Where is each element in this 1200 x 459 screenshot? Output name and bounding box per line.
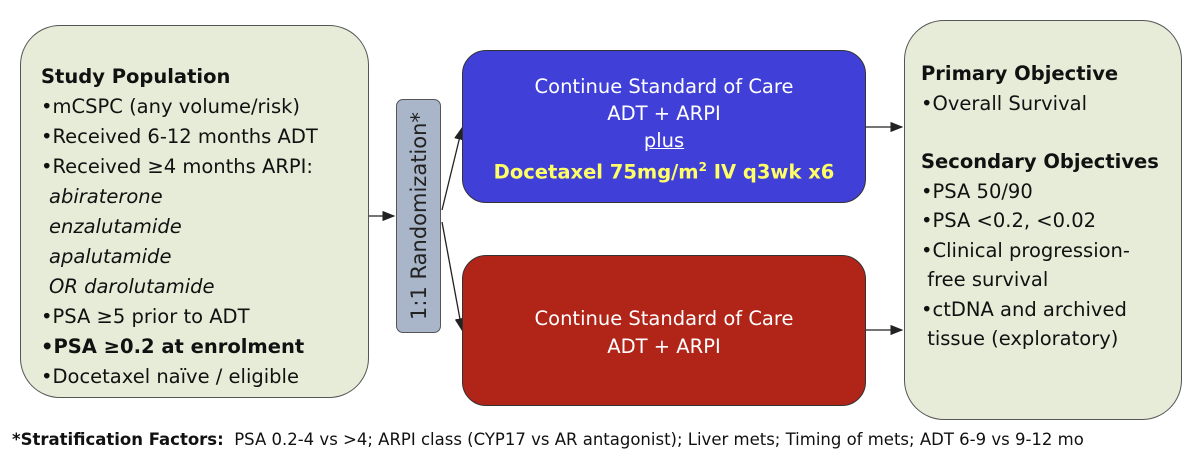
objectives-box: Primary Objective •Overall Survival Seco… [904,20,1182,420]
docetaxel-dose: Docetaxel 75mg/m2 IV q3wk x6 [463,154,865,186]
population-item: •Received 6-12 months ADT [41,125,318,148]
docetaxel-arm-line1: Continue Standard of Care [534,75,794,98]
control-arm-line1: Continue Standard of Care [534,307,794,330]
arrow-randomization-to-docetaxel-arm [441,126,465,211]
control-arm-line2: ADT + ARPI [607,335,721,358]
secondary-objective-item: •PSA 50/90 [921,179,1033,203]
randomization-label: 1:1 Randomization* [406,112,431,320]
population-item: •PSA ≥5 prior to ADT [41,305,250,328]
secondary-objective-item: •PSA <0.2, <0.02 [921,209,1097,232]
secondary-objective-item: tissue (exploratory) [921,327,1119,350]
population-drug: abiraterone [49,185,163,208]
docetaxel-arm-line2: ADT + ARPI [607,102,721,125]
study-population-heading: Study Population [41,65,231,88]
secondary-objective-item: •Clinical progression- [921,238,1130,262]
secondary-objective-item: free survival [921,268,1049,291]
randomization-box: 1:1 Randomization* [396,99,441,333]
footnote-text: PSA 0.2-4 vs >4; ARPI class (CYP17 vs AR… [223,430,1084,449]
study-population-box: Study Population •mCSPC (any volume/risk… [20,25,369,398]
control-arm-box: Continue Standard of Care ADT + ARPI [462,255,866,406]
docetaxel-arm-plus: plus [643,129,685,152]
secondary-objective-item: •ctDNA and archived [921,297,1127,321]
secondary-objectives-heading: Secondary Objectives [921,150,1159,173]
population-item: •mCSPC (any volume/risk) [41,95,301,118]
population-item: •Received ≥4 months ARPI: [41,155,313,178]
dose-prefix: Docetaxel 75mg/m [493,160,699,184]
dose-superscript: 2 [698,160,707,174]
dose-suffix: IV q3wk x6 [706,160,835,184]
population-item: •Docetaxel naïve / eligible [41,365,299,388]
population-drug: apalutamide [49,245,172,268]
population-drug: OR darolutamide [49,275,215,298]
population-item: •PSA ≥0.2 at enrolment [41,335,305,358]
stratification-footnote: *Stratification Factors: PSA 0.2-4 vs >4… [12,430,1084,449]
arrow-randomization-to-control-arm [441,221,465,332]
docetaxel-arm-box: Continue Standard of Care ADT + ARPI plu… [462,50,866,203]
footnote-label: *Stratification Factors: [12,430,224,449]
population-drug: enzalutamide [49,215,182,238]
primary-objective-heading: Primary Objective [921,62,1119,85]
primary-objective-item: •Overall Survival [921,91,1088,115]
